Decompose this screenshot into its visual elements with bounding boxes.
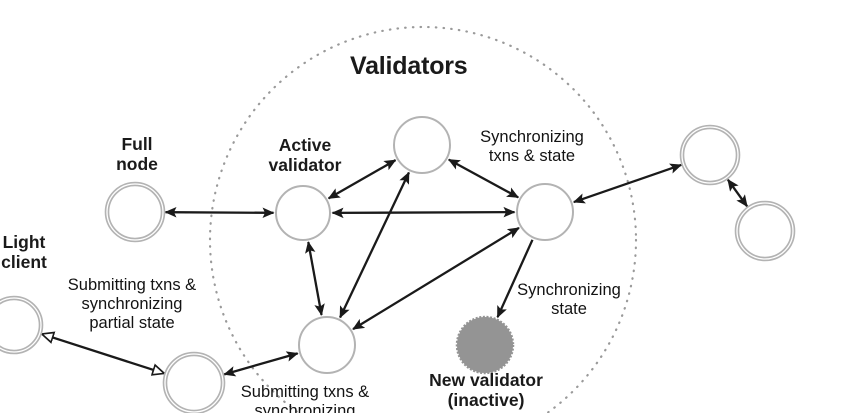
edge-active-validator-to-validator-top [327, 159, 397, 200]
validators-boundary [208, 25, 638, 413]
node-peer-lower-right[interactable] [734, 200, 796, 262]
node-full-node[interactable] [104, 181, 166, 243]
edge-active-validator-to-validator-bottom [305, 241, 325, 316]
edge-layer [42, 158, 749, 377]
edge-light-client-to-full-node-bottom [42, 334, 164, 373]
node-validator-right[interactable] [516, 183, 574, 241]
node-validator-top[interactable] [393, 116, 451, 174]
edge-validator-right-to-new-validator [496, 239, 534, 319]
node-peer-upper-right[interactable] [679, 124, 741, 186]
edge-full-node-bottom-to-validator-bottom [223, 351, 299, 377]
edge-validator-top-to-validator-right [447, 158, 520, 199]
node-new-validator[interactable] [455, 315, 515, 375]
node-layer [0, 116, 796, 413]
node-full-node-bottom[interactable] [162, 351, 226, 413]
node-validator-bottom[interactable] [298, 316, 356, 374]
edge-validator-right-to-peer-upper-right [572, 163, 683, 204]
edge-full-node-to-active-validator [164, 206, 275, 219]
node-active-validator[interactable] [275, 185, 331, 241]
edge-validator-top-to-validator-bottom [339, 171, 410, 319]
edge-active-validator-to-validator-right [331, 206, 516, 219]
edge-validator-right-to-validator-bottom [352, 226, 520, 331]
node-light-client[interactable] [0, 295, 44, 355]
edge-peer-upper-right-to-peer-lower-right [726, 178, 749, 208]
